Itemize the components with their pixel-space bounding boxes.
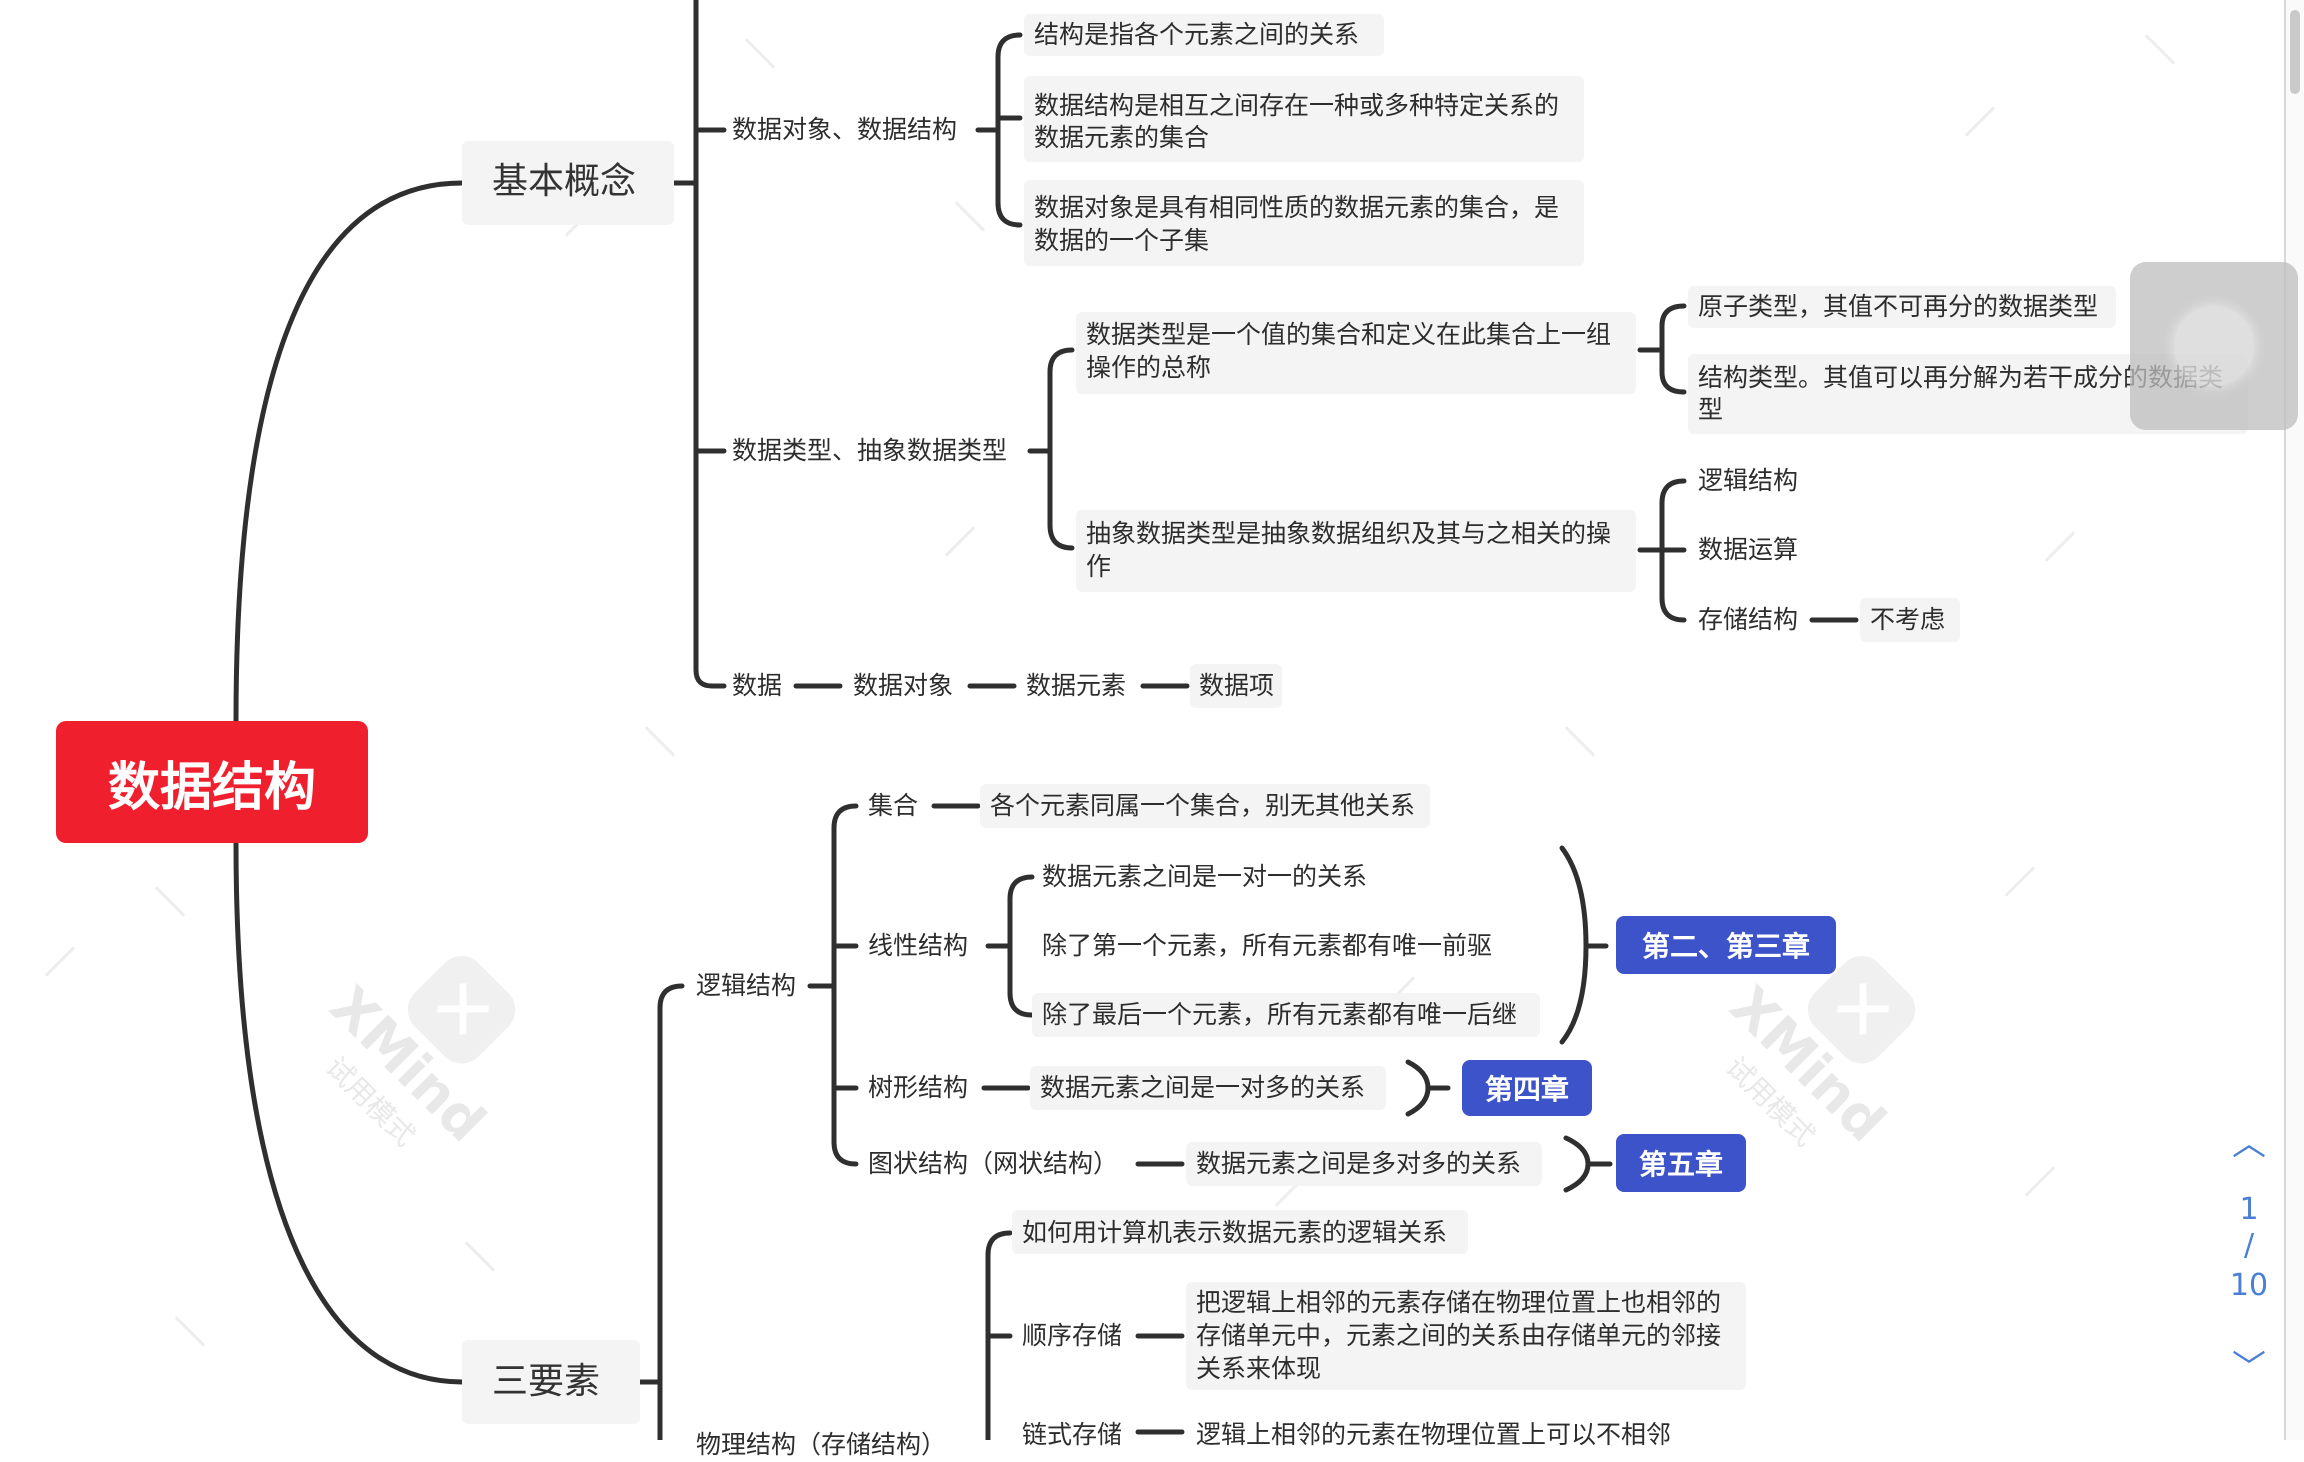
topic-graph[interactable]: 图状结构（网状结构） [868,1149,1119,1178]
topic-basic-box[interactable] [462,141,674,225]
topic-linear[interactable]: 线性结构 [868,931,969,960]
page-separator: / [2243,1228,2255,1263]
floating-action-button[interactable] [2130,262,2298,430]
topic-sequential-storage[interactable]: 顺序存储 [1022,1321,1123,1350]
note-seq-line1[interactable]: 把逻辑上相邻的元素存储在物理位置上也相邻的 [1196,1288,1722,1317]
chain-data-item[interactable]: 数据项 [1199,671,1275,700]
page-current: 1 [2239,1192,2259,1227]
note-data-object-line1[interactable]: 数据对象是具有相同性质的数据元素的集合，是 [1034,193,1560,222]
root-topic[interactable]: 数据结构 [56,721,368,843]
topic-data-object-structure[interactable]: 数据对象、数据结构 [732,115,958,144]
tag-chapter-4[interactable]: 第四章 [1462,1060,1592,1116]
note-graph-desc[interactable]: 数据元素之间是多对多的关系 [1196,1149,1522,1178]
topic-physical-structure[interactable]: 物理结构（存储结构） [696,1430,947,1459]
chain-data[interactable]: 数据 [732,671,783,700]
note-atomic-type[interactable]: 原子类型，其值不可再分的数据类型 [1698,292,2099,321]
page-total: 10 [2229,1268,2269,1303]
note-struct-type-line2[interactable]: 型 [1698,395,1724,424]
note-data-type-def-line1[interactable]: 数据类型是一个值的集合和定义在此集合上一组 [1086,320,1612,349]
topic-set[interactable]: 集合 [868,791,919,820]
topic-three-elements[interactable]: 三要素 [492,1361,601,1402]
tag-chapter-5[interactable]: 第五章 [1616,1134,1746,1192]
note-set-desc[interactable]: 各个元素同属一个集合，别无其他关系 [990,791,1416,820]
note-linear-1[interactable]: 数据元素之间是一对一的关系 [1042,862,1368,891]
note-data-structure-line2[interactable]: 数据元素的集合 [1034,123,1210,152]
note-adt-logical[interactable]: 逻辑结构 [1698,466,1799,495]
note-data-type-def-line2[interactable]: 操作的总称 [1086,353,1212,382]
note-adt-storage[interactable]: 存储结构 [1698,605,1799,634]
note-tree-desc[interactable]: 数据元素之间是一对多的关系 [1040,1073,1366,1102]
topic-tree[interactable]: 树形结构 [868,1073,969,1102]
chain-data-element[interactable]: 数据元素 [1026,671,1127,700]
note-seq-line3[interactable]: 关系来体现 [1196,1354,1322,1383]
record-ring-icon [2174,306,2254,386]
note-linear-3[interactable]: 除了最后一个元素，所有元素都有唯一后继 [1042,1000,1518,1029]
note-data-object-line2[interactable]: 数据的一个子集 [1034,226,1210,255]
note-adt-operation[interactable]: 数据运算 [1698,535,1799,564]
topic-linked-storage[interactable]: 链式存储 [1022,1420,1123,1449]
scrollbar-divider [2284,0,2286,1440]
note-physical-how[interactable]: 如何用计算机表示数据元素的逻辑关系 [1022,1218,1448,1247]
chain-data-object[interactable]: 数据对象 [853,671,954,700]
page-up-chevron-icon[interactable]: ︿ [2232,1124,2266,1164]
note-seq-line2[interactable]: 存储单元中，元素之间的关系由存储单元的邻接 [1196,1321,1722,1350]
topic-basic[interactable]: 基本概念 [492,161,637,202]
note-adt-def-line1[interactable]: 抽象数据类型是抽象数据组织及其与之相关的操 [1086,519,1612,548]
page-down-chevron-icon[interactable]: ﹀ [2232,1348,2266,1388]
note-adt-def-line2[interactable]: 作 [1086,552,1112,581]
tag-chapter-2-3[interactable]: 第二、第三章 [1616,916,1836,974]
topic-data-type[interactable]: 数据类型、抽象数据类型 [732,436,1008,465]
scrollbar-thumb[interactable] [2290,10,2300,94]
note-linear-2[interactable]: 除了第一个元素，所有元素都有唯一前驱 [1042,931,1493,960]
note-structure-relation[interactable]: 结构是指各个元素之间的关系 [1034,20,1360,49]
note-linked-desc[interactable]: 逻辑上相邻的元素在物理位置上可以不相邻 [1196,1420,1672,1449]
scrollbar-track[interactable] [2286,0,2304,1440]
topic-logical-structure[interactable]: 逻辑结构 [696,971,797,1000]
note-not-considered[interactable]: 不考虑 [1870,605,1946,634]
note-data-structure-line1[interactable]: 数据结构是相互之间存在一种或多种特定关系的 [1034,91,1560,120]
topic-three-box[interactable] [462,1340,640,1424]
